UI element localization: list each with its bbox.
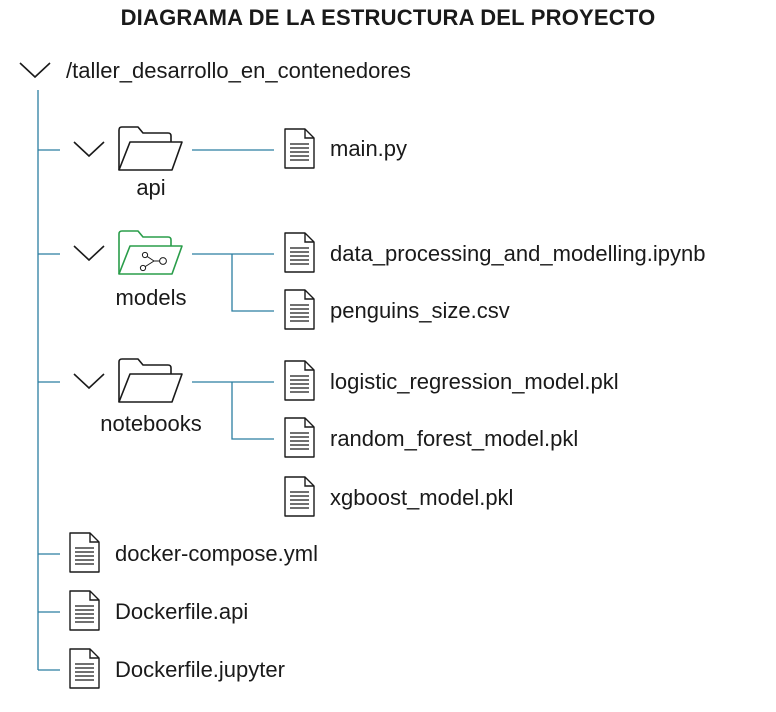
chevron-down-icon[interactable] — [72, 371, 106, 391]
root-folder-label[interactable]: /taller_desarrollo_en_contenedores — [66, 58, 411, 83]
file-icon — [69, 532, 100, 573]
file-dockerfile-api[interactable]: Dockerfile.api — [115, 599, 249, 624]
file-xgboost-pkl[interactable]: xgboost_model.pkl — [330, 485, 514, 510]
diagram-title: DIAGRAMA DE LA ESTRUCTURA DEL PROYECTO — [120, 5, 656, 30]
file-logistic-regression-pkl[interactable]: logistic_regression_model.pkl — [330, 369, 619, 394]
file-icon — [69, 648, 100, 689]
file-random-forest-pkl[interactable]: random_forest_model.pkl — [330, 426, 579, 451]
file-icon — [284, 476, 315, 517]
file-main-py[interactable]: main.py — [330, 136, 408, 161]
folder-graph-icon[interactable] — [116, 228, 186, 278]
folder-label-models[interactable]: models — [115, 285, 187, 310]
file-dockerfile-jupyter[interactable]: Dockerfile.jupyter — [115, 657, 285, 682]
folder-label-notebooks[interactable]: notebooks — [100, 411, 202, 436]
chevron-down-icon[interactable] — [72, 243, 106, 263]
file-icon — [284, 232, 315, 273]
folder-icon[interactable] — [116, 356, 186, 406]
chevron-down-icon[interactable] — [18, 60, 52, 80]
chevron-down-icon[interactable] — [72, 139, 106, 159]
file-icon — [284, 360, 315, 401]
file-docker-compose[interactable]: docker-compose.yml — [115, 541, 318, 566]
file-icon — [69, 590, 100, 631]
file-penguins-size-csv[interactable]: penguins_size.csv — [330, 298, 510, 323]
folder-icon[interactable] — [116, 124, 186, 174]
folder-label-api[interactable]: api — [136, 175, 166, 200]
file-icon — [284, 417, 315, 458]
file-icon — [284, 128, 315, 169]
file-icon — [284, 289, 315, 330]
file-data-processing-notebook[interactable]: data_processing_and_modelling.ipynb — [330, 241, 706, 266]
